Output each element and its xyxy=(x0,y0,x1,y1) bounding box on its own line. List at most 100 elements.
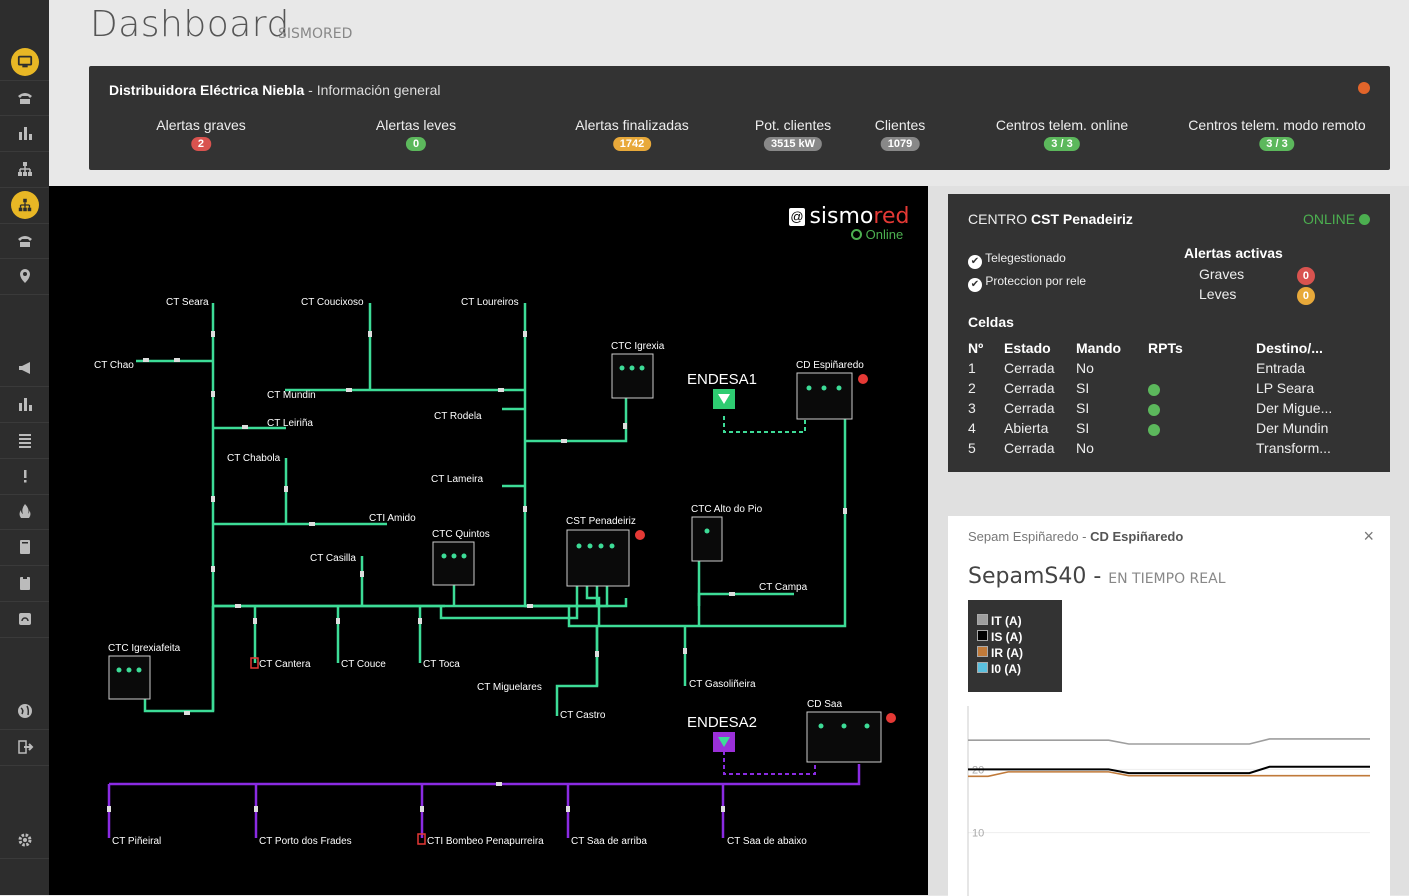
sidebar-item-13[interactable] xyxy=(0,565,49,602)
sidebar-item-11[interactable] xyxy=(0,493,49,530)
ct-campa-label[interactable]: CT Campa xyxy=(759,582,808,593)
sidebar-item-7[interactable] xyxy=(0,350,49,387)
endesa2-label[interactable]: ENDESA2 xyxy=(687,714,758,731)
sidebar-item-5[interactable] xyxy=(0,222,49,259)
ct-chabola-label[interactable]: CT Chabola xyxy=(227,453,281,464)
alarm-icon xyxy=(635,530,645,540)
ct-mundin-label[interactable]: CT Mundin xyxy=(267,390,316,401)
list-icon xyxy=(18,434,31,448)
sidebar-item-16[interactable] xyxy=(0,729,49,766)
stat-badge: 3515 kW xyxy=(763,137,823,151)
sidebar-item-9[interactable] xyxy=(0,422,49,459)
ct-toca-label[interactable]: CT Toca xyxy=(423,659,460,670)
check-icon: ✔ xyxy=(968,278,982,292)
celda-destino: LP Seara xyxy=(1256,380,1315,396)
alert-icon xyxy=(23,470,26,483)
status-dot xyxy=(1358,82,1370,94)
ct-pineiral-label[interactable]: CT Piñeiral xyxy=(112,836,162,847)
bar-chart-icon xyxy=(18,127,32,140)
close-icon[interactable]: × xyxy=(1363,526,1374,546)
online-status: Online xyxy=(851,227,903,242)
rpt-indicator xyxy=(1148,424,1160,436)
centro-status: ONLINE xyxy=(1303,211,1370,227)
diagram-svg xyxy=(107,303,896,845)
cd-saa-label[interactable]: CD Saa xyxy=(807,699,843,710)
ct-cantera-label[interactable]: CT Cantera xyxy=(259,659,311,670)
ct-coucixoso-label[interactable]: CT Coucixoso xyxy=(301,297,364,308)
ct-porto-label[interactable]: CT Porto dos Frades xyxy=(259,836,352,847)
phone-icon xyxy=(17,236,32,247)
ct-lameira-label[interactable]: CT Lameira xyxy=(431,474,484,485)
ct-seara-label[interactable]: CT Seara xyxy=(166,297,209,308)
check-icon: ✔ xyxy=(968,255,982,269)
sidebar-item-10[interactable] xyxy=(0,458,49,495)
bar-chart-icon xyxy=(18,398,32,411)
series-line-1 xyxy=(968,765,1370,775)
celdas-header-1: Estado xyxy=(1004,340,1051,356)
sidebar-item-15[interactable] xyxy=(0,693,49,730)
legend-item[interactable]: IT (A) xyxy=(977,614,1022,628)
ct-leirina-label[interactable]: CT Leiriña xyxy=(267,418,313,429)
ctc-alto-pio-label[interactable]: CTC Alto do Pio xyxy=(691,504,763,515)
rpt-indicator xyxy=(1148,384,1160,396)
sidebar xyxy=(0,0,49,895)
cd-espinaredo-label[interactable]: CD Espiñaredo xyxy=(796,360,864,371)
alert-label: Graves xyxy=(1199,266,1245,282)
sepam-head-bold: CD Espiñaredo xyxy=(1090,529,1184,544)
sepam-title-main: SepamS40 - xyxy=(968,564,1109,589)
check-label: Proteccion por rele xyxy=(985,274,1087,288)
sidebar-item-4[interactable] xyxy=(0,187,49,224)
legend-item[interactable]: IS (A) xyxy=(977,630,1022,644)
sidebar-item-2[interactable] xyxy=(0,115,49,152)
cst-penadeiriz-label[interactable]: CST Penadeiriz xyxy=(566,516,636,527)
sidebar-item-14[interactable] xyxy=(0,601,49,638)
ct-casilla-label[interactable]: CT Casilla xyxy=(310,553,356,564)
ct-saa-abaixo-label[interactable]: CT Saa de abaixo xyxy=(727,836,807,847)
ct-castro-label[interactable]: CT Castro xyxy=(560,710,606,721)
sidebar-item-3[interactable] xyxy=(0,151,49,188)
ct-rodela-label[interactable]: CT Rodela xyxy=(434,411,482,422)
cti-amido-label[interactable]: CTI Amido xyxy=(369,513,416,524)
celda-estado: Cerrada xyxy=(1004,400,1055,416)
ct-chao-label[interactable]: CT Chao xyxy=(94,360,134,371)
stat-label: Centros telem. online xyxy=(995,117,1129,133)
stat-label: Alertas leves xyxy=(375,117,457,133)
sidebar-item-0[interactable] xyxy=(0,44,49,81)
sidebar-item-8[interactable] xyxy=(0,386,49,423)
endesa1-label[interactable]: ENDESA1 xyxy=(687,371,758,388)
sidebar-item-12[interactable] xyxy=(0,529,49,566)
ct-miguelares-label[interactable]: CT Miguelares xyxy=(477,682,542,693)
sepam-head-pre: Sepam Espiñaredo - xyxy=(968,529,1091,544)
cti-bombeo-label[interactable]: CTI Bombeo Penapurreira xyxy=(427,836,544,847)
series-line-0 xyxy=(968,738,1370,745)
sepam-panel: Sepam Espiñaredo - CD Espiñaredo × Sepam… xyxy=(948,516,1390,896)
stat-badge: 2 xyxy=(190,137,212,151)
rpt-indicator xyxy=(1148,404,1160,416)
ctc-quintos-label[interactable]: CTC Quintos xyxy=(432,529,490,540)
alert-graves: Graves 0 xyxy=(1199,266,1315,285)
ctc-igrexiafeita-label[interactable]: CTC Igrexiafeita xyxy=(108,643,181,654)
celda-mando: SI xyxy=(1076,400,1090,416)
ct-loureiros-label[interactable]: CT Loureiros xyxy=(461,297,519,308)
ct-couce-label[interactable]: CT Couce xyxy=(341,659,386,670)
sidebar-item-1[interactable] xyxy=(0,79,49,116)
celda-mando: SI xyxy=(1076,420,1090,436)
legend-item[interactable]: I0 (A) xyxy=(977,662,1021,676)
ct-gasolineira-label[interactable]: CT Gasoliñeira xyxy=(689,679,756,690)
sidebar-item-6[interactable] xyxy=(0,258,49,295)
ct-saa-arriba-label[interactable]: CT Saa de arriba xyxy=(571,836,647,847)
network-icon xyxy=(17,162,32,176)
series-line-2 xyxy=(968,771,1370,778)
legend-item[interactable]: IR (A) xyxy=(977,646,1023,660)
celda-n: 3 xyxy=(968,400,976,416)
sidebar-item-17[interactable] xyxy=(0,822,49,859)
celdas-header-2: Mando xyxy=(1076,340,1122,356)
stat-label: Alertas finalizadas xyxy=(575,117,689,133)
celdas-header-3: RPTs xyxy=(1148,340,1183,356)
celda-n: 1 xyxy=(968,360,976,376)
ctc-igrexia-label[interactable]: CTC Igrexia xyxy=(611,341,665,352)
general-info-panel: Distribuidora Eléctrica Niebla - Informa… xyxy=(89,66,1390,170)
